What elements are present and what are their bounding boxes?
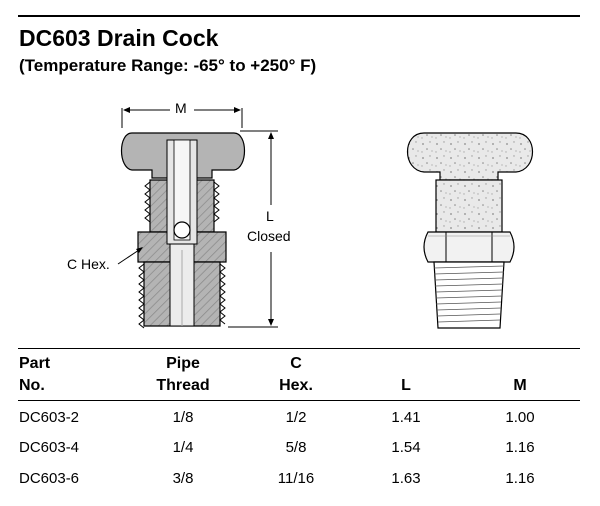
column-header-m: M [513,377,527,394]
exterior-view [406,132,534,329]
column-header-l: L [401,377,411,394]
cell-part-no: DC603-4 [19,439,80,456]
dimension-l-label: L [266,208,274,224]
cell-m: 1.16 [505,439,535,456]
dimension-closed-label: Closed [247,228,291,244]
page-title: DC603 Drain Cock [19,25,219,51]
cell-l: 1.41 [391,409,421,426]
page-subtitle: (Temperature Range: -65° to +250° F) [19,56,317,75]
cell-part-no: DC603-2 [19,409,80,426]
cell-m: 1.16 [505,470,535,487]
cell-l: 1.54 [391,439,421,456]
cell-c-hex: 5/8 [285,439,307,456]
cell-c-hex: 1/2 [285,409,307,426]
cell-m: 1.00 [505,409,535,426]
cell-pipe-thread: 1/8 [172,409,194,426]
c-hex-label: C Hex. [67,256,110,272]
section-view [117,107,278,329]
header-rule [18,15,580,17]
dimension-m-label: M [175,100,187,116]
cell-l: 1.63 [391,470,421,487]
cell-pipe-thread: 3/8 [172,470,194,487]
cell-part-no: DC603-6 [19,470,80,487]
table-header-rule [18,400,580,401]
table-top-rule [18,348,580,349]
cell-pipe-thread: 1/4 [172,439,194,456]
cell-c-hex: 11/16 [277,470,315,487]
drain-cock-drawing [117,107,534,329]
